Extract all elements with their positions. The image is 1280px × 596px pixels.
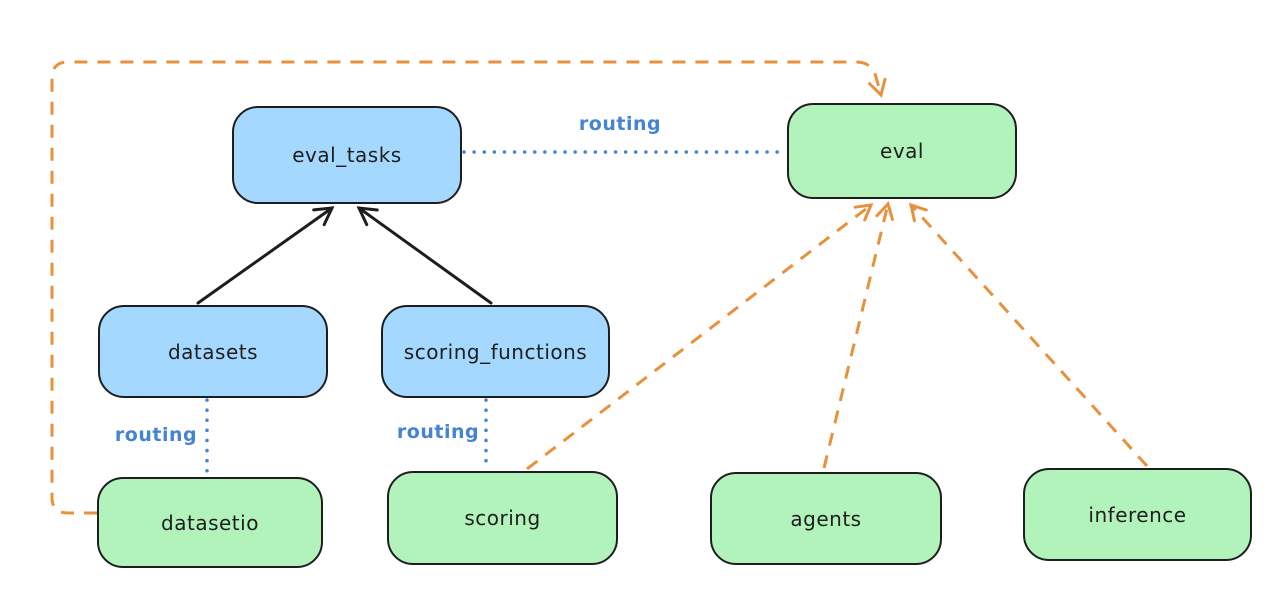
edge-datasets-to-eval-tasks [196, 206, 335, 305]
node-agents: agents [710, 472, 942, 565]
node-eval-label: eval [880, 139, 924, 163]
edge-inference-to-eval-dashed [908, 202, 1149, 468]
edge-label-routing-scoring-functions-scoring: routing [396, 421, 480, 443]
node-inference-label: inference [1088, 502, 1187, 527]
node-inference: inference [1023, 468, 1252, 561]
node-eval-tasks-label: eval_tasks [292, 143, 402, 167]
node-scoring-functions-label: scoring_functions [403, 339, 588, 364]
node-datasetio-label: datasetio [161, 510, 259, 535]
edge-label-routing-eval-tasks-eval: routing [578, 113, 662, 135]
node-scoring-functions: scoring_functions [381, 305, 610, 398]
edge-label-routing-datasets-datasetio: routing [114, 424, 198, 446]
edge-datasetio-to-eval-dashed [50, 60, 887, 515]
node-datasetio: datasetio [97, 477, 323, 568]
node-eval-tasks: eval_tasks [232, 106, 462, 204]
edge-agents-to-eval-dashed [822, 201, 894, 469]
node-scoring: scoring [387, 471, 618, 565]
node-datasets: datasets [98, 305, 328, 398]
edge-scoring-functions-to-eval-tasks [356, 206, 493, 305]
node-datasets-label: datasets [167, 339, 259, 364]
node-agents-label: agents [790, 506, 862, 531]
node-scoring-label: scoring [464, 506, 541, 530]
edge-scoring-to-eval-dashed [526, 203, 874, 471]
node-eval: eval [787, 103, 1017, 199]
